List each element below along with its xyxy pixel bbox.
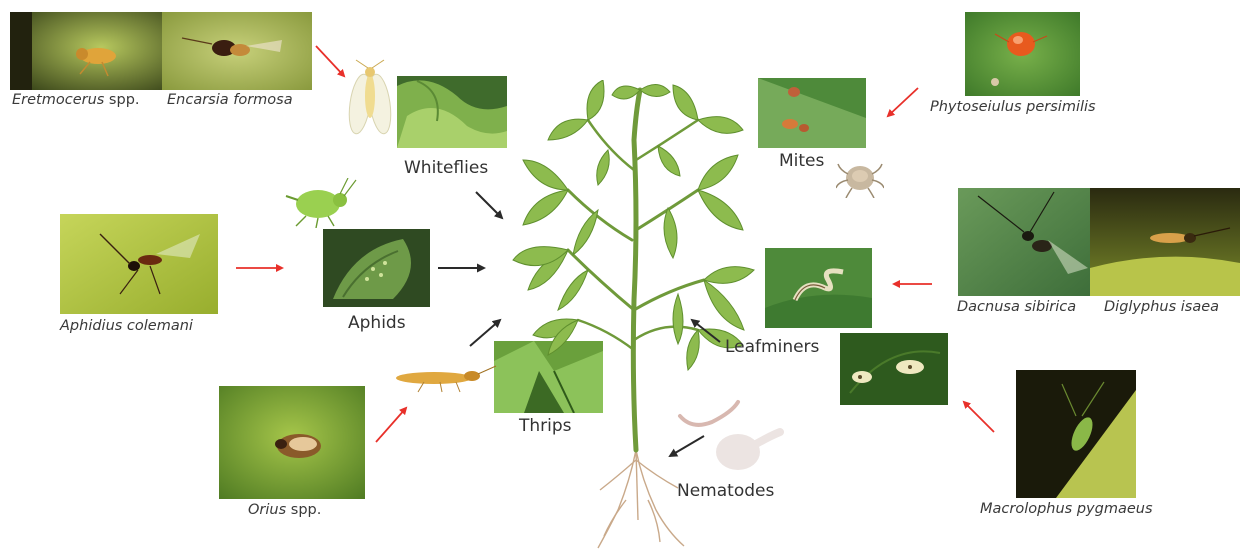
mite-icon (836, 156, 884, 198)
whiteflies-photo (397, 76, 507, 148)
tomato-plant-icon (508, 80, 768, 550)
eretmocerus-suffix: spp. (104, 92, 139, 108)
arrow-phytoseiulus-to-mites (888, 88, 918, 116)
aphid-icon (282, 178, 358, 228)
phytoseiulus-label: Phytoseiulus persimilis (930, 99, 1096, 115)
diglyphus-isaea-photo (1090, 188, 1240, 296)
arrow-orius-to-thrips (376, 408, 406, 442)
aphids-photo (323, 229, 430, 307)
phytoseiulus-photo (965, 12, 1080, 96)
encarsia-formosa-name: Encarsia formosa (167, 92, 293, 108)
orius-photo (219, 386, 365, 499)
arrow-macrolophus-to-leafminers (964, 402, 994, 432)
thrips-icon (394, 362, 498, 394)
eretmocerus-photo (10, 12, 162, 90)
macrolophus-label: Macrolophus pygmaeus (980, 501, 1153, 517)
encarsia-formosa-photo (162, 12, 312, 90)
whitefly-icon (346, 58, 394, 140)
leafminers-larvae-photo (840, 333, 948, 405)
macrolophus-photo (1016, 370, 1136, 498)
whiteflies-label: Whiteflies (404, 158, 488, 178)
arrow-encarsia-to-whiteflies (316, 46, 344, 76)
diglyphus-isaea-label: Diglyphus isaea (1104, 299, 1219, 315)
eretmocerus-genus: Eretmocerus (12, 92, 104, 108)
encarsia-formosa-label: Encarsia formosa (167, 92, 293, 108)
orius-label: Orius spp. (248, 502, 321, 518)
dacnusa-sibirica-photo (958, 188, 1090, 296)
arrow-whiteflies-to-plant (476, 192, 502, 218)
mites-photo (758, 78, 866, 148)
orius-genus: Orius (248, 502, 286, 518)
aphidius-colemani-name: Aphidius colemani (60, 318, 193, 334)
aphidius-colemani-label: Aphidius colemani (60, 318, 193, 334)
diglyphus-isaea-name: Diglyphus isaea (1104, 299, 1219, 315)
macrolophus-name: Macrolophus pygmaeus (980, 501, 1153, 517)
mites-label: Mites (779, 151, 824, 171)
dacnusa-sibirica-name: Dacnusa sibirica (957, 299, 1076, 315)
aphidius-colemani-photo (60, 214, 218, 314)
aphids-label: Aphids (348, 313, 406, 333)
thrips-label: Thrips (519, 416, 572, 436)
dacnusa-sibirica-label: Dacnusa sibirica (957, 299, 1076, 315)
eretmocerus-label: Eretmocerus spp. (12, 92, 140, 108)
leafminers-label: Leafminers (725, 337, 819, 357)
leafminers-photo (765, 248, 872, 328)
phytoseiulus-name: Phytoseiulus persimilis (930, 99, 1096, 115)
orius-suffix: spp. (286, 502, 321, 518)
plant-roots (598, 450, 684, 548)
nematodes-label: Nematodes (677, 481, 774, 501)
